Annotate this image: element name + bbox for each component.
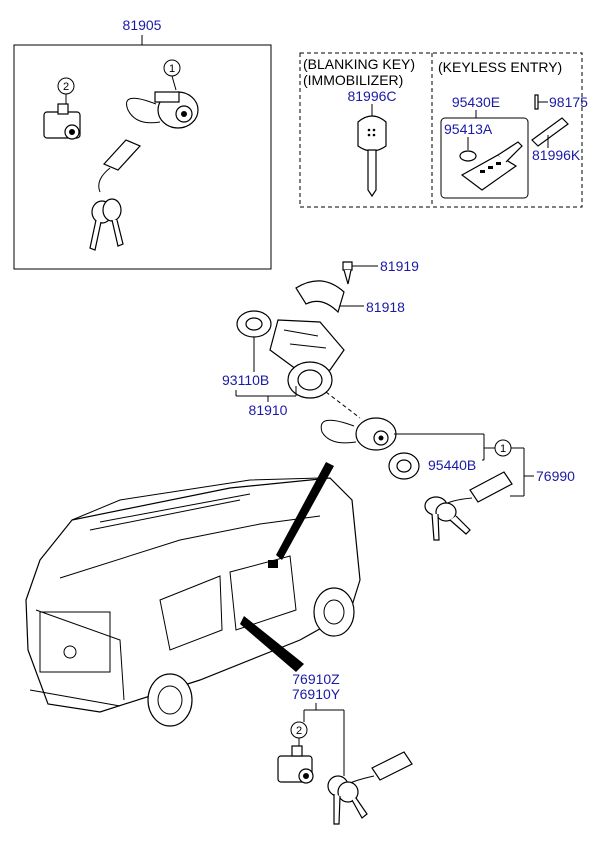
key-set-bottom-icon — [327, 751, 413, 825]
label-95430E: 95430E — [452, 94, 500, 110]
label-81905: 81905 — [123, 17, 162, 33]
ring-icon — [388, 452, 420, 480]
screw-icon — [342, 261, 353, 285]
door-lock-cylinder-icon — [43, 103, 81, 140]
pointer-ignition — [276, 462, 334, 560]
immobilizer-title: (IMMOBILIZER) — [303, 72, 403, 88]
label-76910Z: 76910Z — [292, 671, 340, 687]
callout-1: 1 — [169, 63, 175, 75]
callout-2-bottom: 2 — [296, 725, 302, 737]
keyless-entry-title: (KEYLESS ENTRY) — [438, 59, 562, 75]
label-81919: 81919 — [380, 258, 419, 274]
door-lock-cylinder-bottom-icon — [277, 745, 314, 784]
label-76990: 76990 — [536, 468, 575, 484]
fob-box — [440, 117, 529, 199]
label-93110B: 93110B — [222, 372, 269, 388]
flip-key-blade-icon — [531, 117, 569, 147]
pin-icon — [534, 94, 539, 110]
blanking-key-title: (BLANKING KEY) — [303, 56, 415, 72]
key-set-icon — [89, 139, 142, 251]
label-81910: 81910 — [249, 402, 288, 418]
label-95440B: 95440B — [428, 457, 476, 473]
key-set-right-icon — [424, 471, 513, 541]
label-95413A: 95413A — [444, 121, 493, 137]
callout-2: 2 — [63, 81, 69, 93]
ignition-cylinder-lower-icon — [320, 417, 397, 451]
options-box — [299, 52, 583, 208]
label-81918: 81918 — [366, 299, 405, 315]
ignition-housing-icon — [269, 319, 345, 399]
label-81996K: 81996K — [532, 147, 581, 163]
pointer-door — [240, 616, 304, 672]
kit-box — [13, 44, 272, 270]
ignition-cylinder-icon — [126, 91, 199, 129]
lock-body-icon — [236, 310, 272, 338]
label-98175: 98175 — [549, 94, 588, 110]
callout-1-right: 1 — [500, 443, 506, 455]
key-fob-icon — [459, 141, 523, 191]
column-cover-icon — [295, 280, 345, 314]
car-icon — [25, 477, 361, 727]
blanking-key-icon — [357, 115, 387, 198]
label-76910Y: 76910Y — [292, 686, 341, 702]
label-81996C: 81996C — [347, 88, 396, 104]
